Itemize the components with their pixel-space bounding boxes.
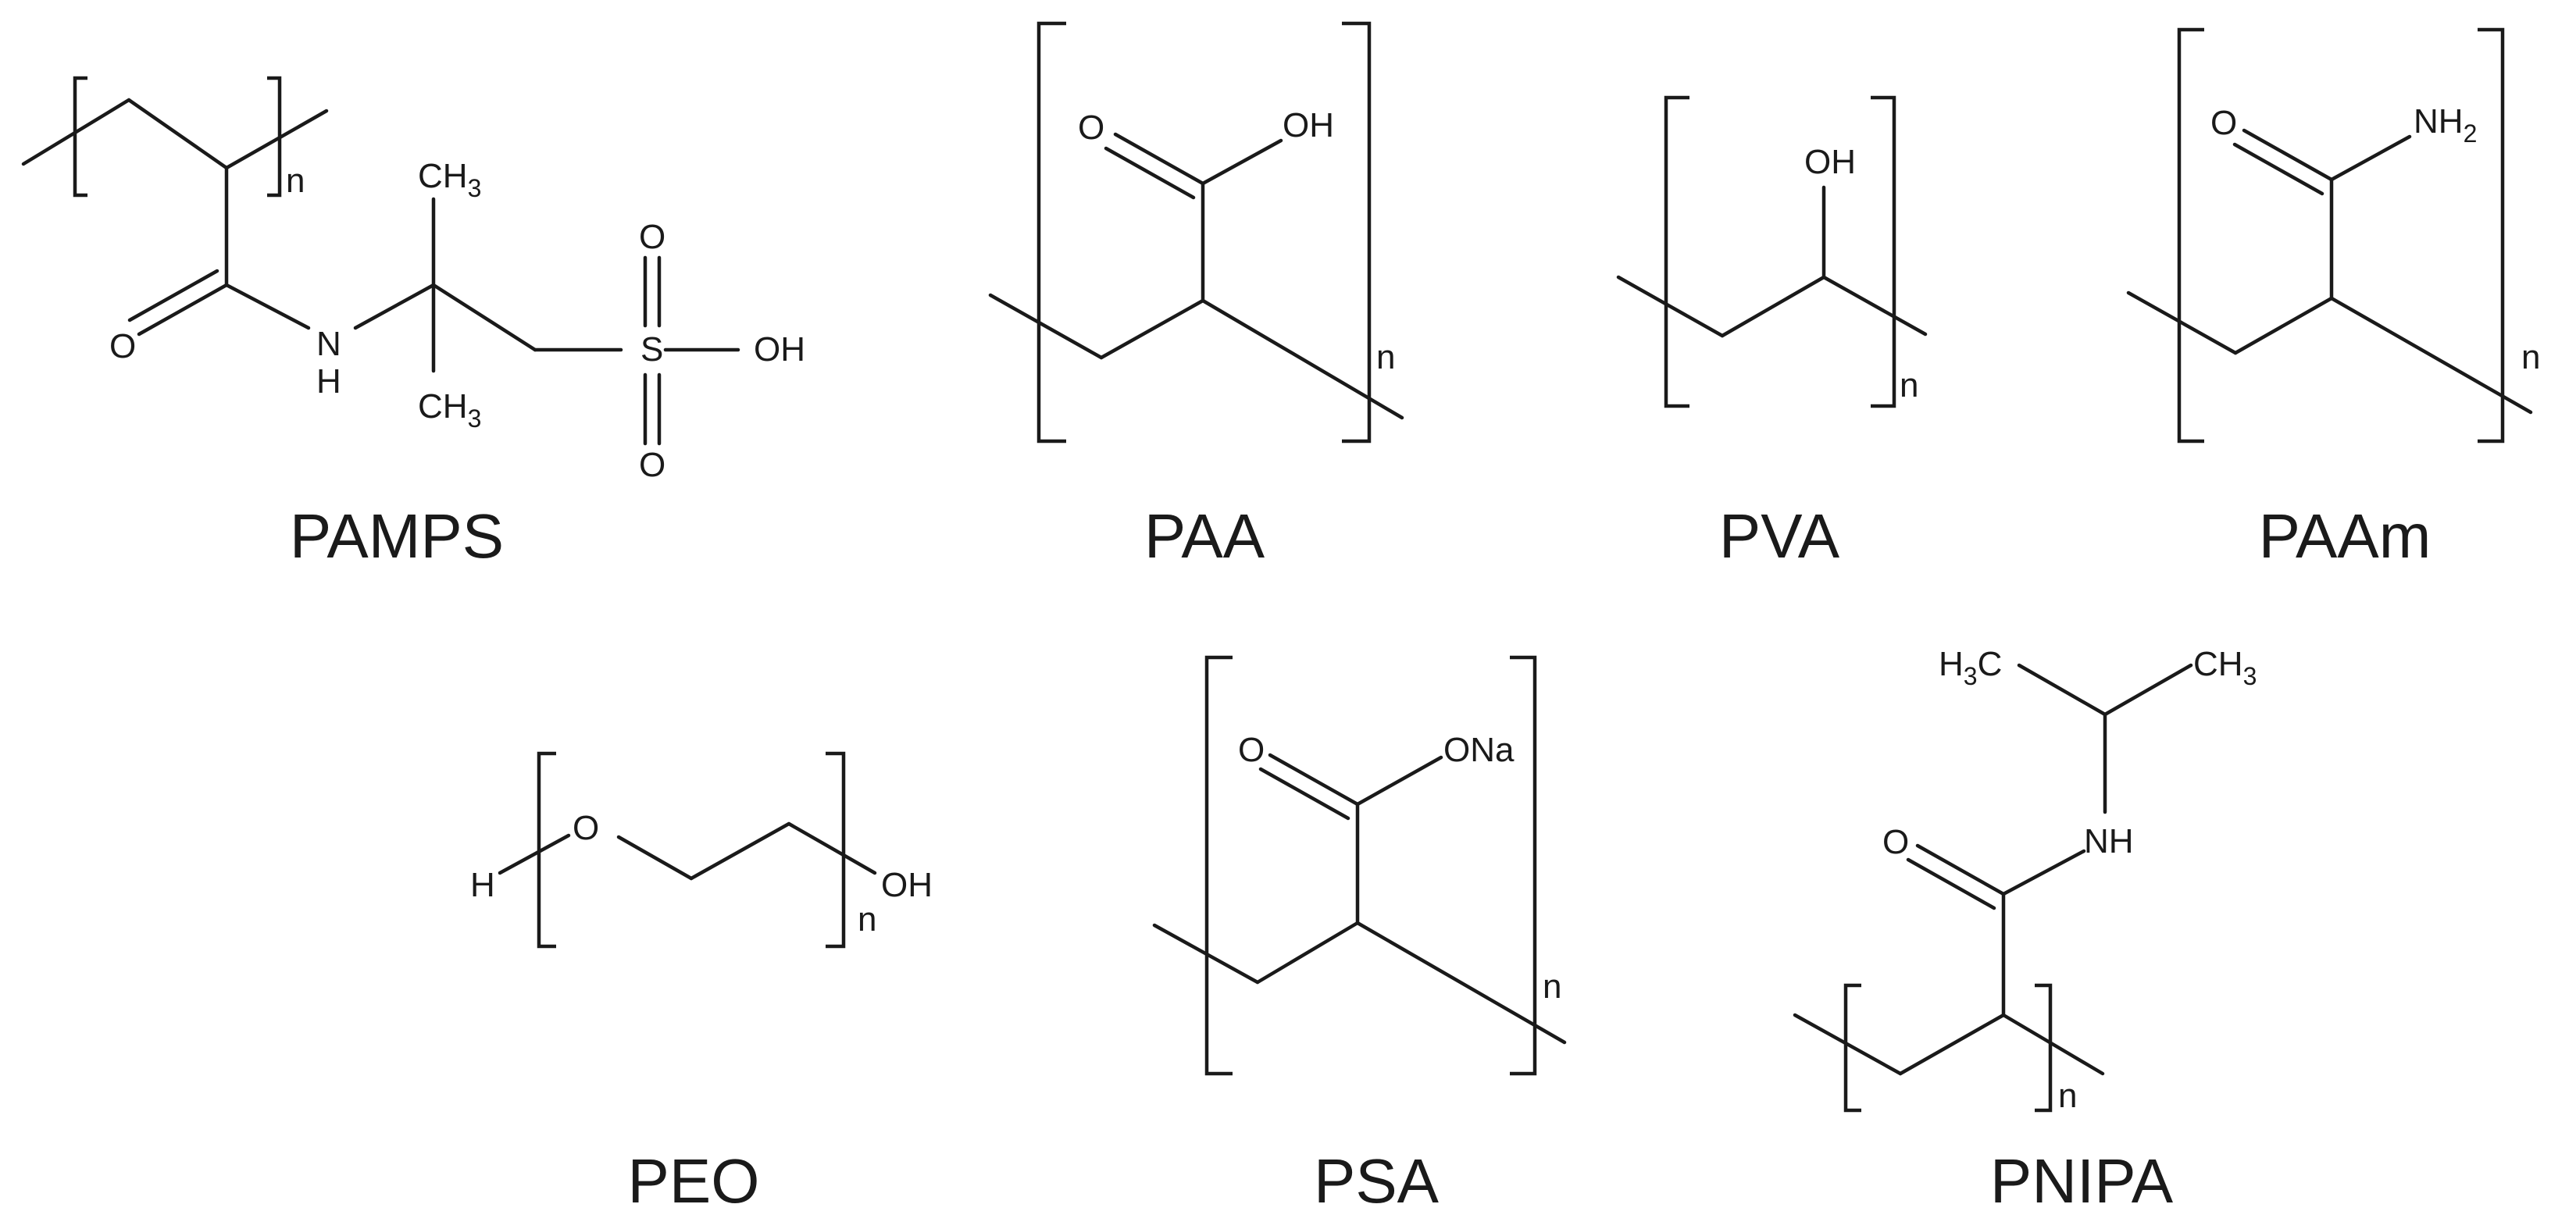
pnipa-amide-nh: NH: [2084, 822, 2134, 860]
paa-structure: n O OH: [988, 21, 1404, 444]
paa-label: PAA: [1144, 501, 1265, 571]
psa-bonds: [1152, 753, 1567, 1045]
pnipa-repeat-n: n: [2058, 1077, 2077, 1115]
paam-bonds: [2126, 128, 2533, 415]
pva-brackets: [1664, 95, 1896, 408]
paam-repeat-n: n: [2521, 338, 2540, 376]
psa-brackets: [1204, 655, 1537, 1076]
paa-repeat-n: n: [1376, 338, 1395, 376]
peo-repeat-n: n: [858, 900, 876, 939]
paam-label: PAAm: [2259, 501, 2432, 571]
paam-amine: NH2: [2414, 102, 2477, 148]
pamps-repeat-n: n: [286, 162, 305, 200]
pva-bonds: [1616, 185, 1928, 338]
pva-repeat-n: n: [1900, 366, 1918, 404]
pva-hydroxyl: OH: [1804, 143, 1856, 181]
psa-structure: n O ONa: [1152, 655, 1567, 1076]
pamps-methyl-bottom: CH3: [418, 387, 481, 433]
paa-carbonyl-o: O: [1078, 109, 1104, 147]
psa-carbonyl-o: O: [1238, 731, 1265, 769]
pnipa-carbonyl-o: O: [1882, 823, 1909, 861]
pamps-label: PAMPS: [290, 501, 504, 571]
pamps-methyl-top: CH3: [418, 157, 481, 202]
pamps-amide-n: N: [316, 325, 341, 363]
peo-structure: n H O OH: [470, 751, 933, 949]
pva-label: PVA: [1719, 501, 1840, 571]
pnipa-structure: n O NH H3C CH3: [1793, 645, 2257, 1115]
peo-label: PEO: [628, 1146, 760, 1216]
psa-salt: ONa: [1443, 731, 1515, 769]
peo-bonds: [498, 821, 877, 881]
peo-end-oh: OH: [881, 866, 933, 904]
pamps-brackets: [73, 76, 282, 198]
pnipa-bonds: [1793, 663, 2193, 1076]
pnipa-brackets: [1843, 983, 2053, 1113]
peo-brackets: [537, 751, 846, 949]
pamps-amide-h: H: [316, 362, 341, 401]
psa-label: PSA: [1314, 1146, 1440, 1216]
pamps-sulfur: S: [640, 330, 663, 369]
paam-structure: n O NH2: [2126, 27, 2540, 444]
pamps-sulfonyl-o-top: O: [639, 218, 665, 256]
paam-carbonyl-o: O: [2210, 104, 2237, 142]
pamps-hydroxyl: OH: [754, 330, 805, 369]
pva-structure: n OH: [1616, 95, 1928, 408]
paam-brackets: [2177, 27, 2505, 444]
paa-bonds: [988, 132, 1404, 420]
psa-repeat-n: n: [1543, 967, 1561, 1006]
pnipa-methyl-left: H3C: [1939, 645, 2002, 690]
pnipa-label: PNIPA: [1990, 1146, 2174, 1216]
pamps-structure: n O N H CH3 CH3 S O O OH: [21, 76, 805, 484]
pamps-carbonyl-o: O: [109, 327, 136, 365]
pamps-bonds: [21, 98, 740, 446]
pamps-sulfonyl-o-bottom: O: [639, 446, 665, 484]
paa-brackets: [1036, 21, 1372, 444]
pnipa-methyl-right: CH3: [2193, 645, 2257, 690]
peo-end-h: H: [470, 866, 495, 904]
paa-hydroxyl: OH: [1283, 106, 1334, 144]
peo-ether-o: O: [573, 809, 599, 847]
